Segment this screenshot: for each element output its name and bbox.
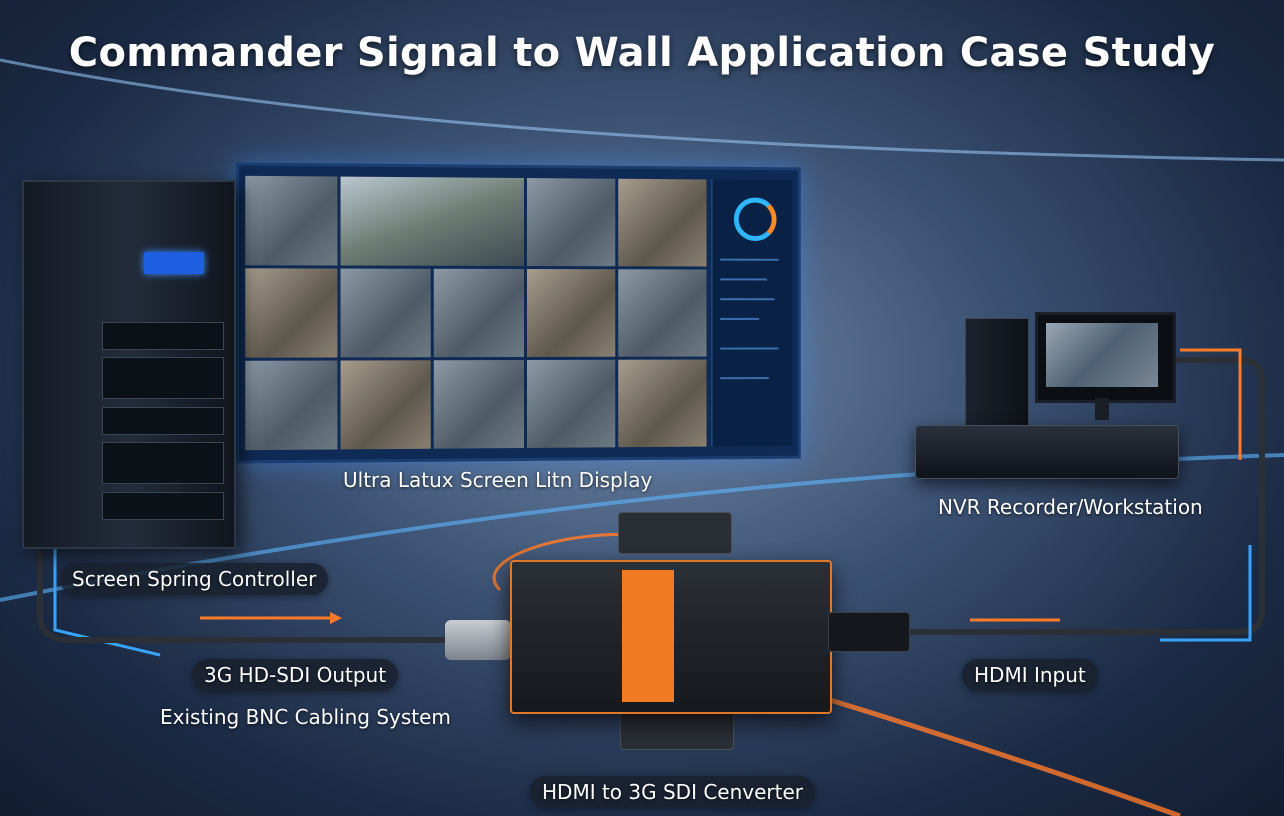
rack-unit — [102, 407, 224, 435]
hdmi-orange-flow — [1180, 348, 1242, 460]
nvr-label: NVR Recorder/Workstation — [938, 495, 1203, 519]
camera-feed — [526, 359, 616, 448]
controller-label: Screen Spring Controller — [60, 563, 329, 595]
hdmi-sdi-converter — [510, 560, 832, 714]
gauge-icon — [733, 197, 777, 242]
rack-display-icon — [144, 252, 204, 274]
hdmi-input-label: HDMI Input — [962, 659, 1098, 691]
camera-feed — [245, 175, 338, 266]
monitor-screen — [1046, 323, 1158, 387]
monitor-stand — [1095, 398, 1109, 420]
status-bar — [720, 298, 775, 301]
status-bar — [720, 258, 779, 261]
nvr-recorder — [915, 425, 1179, 479]
bnc-cabling-label: Existing BNC Cabling System — [160, 705, 451, 729]
camera-feed — [340, 176, 524, 267]
page-title: Commander Signal to Wall Application Cas… — [68, 30, 1216, 76]
wall-status-panel — [711, 179, 793, 447]
converter-mount-bottom — [620, 708, 734, 750]
rack-unit — [102, 492, 224, 520]
camera-feed-grid — [245, 175, 707, 451]
camera-feed — [618, 269, 707, 357]
bnc-cable — [37, 430, 445, 643]
rack-unit — [102, 322, 224, 350]
camera-feed — [245, 268, 338, 358]
camera-feed — [526, 269, 616, 357]
camera-feed — [618, 359, 707, 448]
bnc-connector-icon — [445, 620, 511, 660]
converter-stripe — [622, 570, 674, 702]
status-bar — [720, 317, 760, 320]
rack-unit — [102, 442, 224, 484]
workstation-tower — [965, 318, 1029, 432]
camera-feed — [433, 268, 524, 358]
status-bar — [720, 377, 769, 380]
hdmi-blue-flow — [1160, 545, 1252, 642]
camera-feed — [526, 178, 616, 267]
rack-unit — [102, 357, 224, 399]
converter-label: HDMI to 3G SDI Cenverter — [530, 776, 815, 808]
camera-feed — [340, 360, 431, 450]
glow-arc-top — [0, 58, 1284, 162]
display-label: Ultra Latux Screen Litn Display — [343, 468, 653, 492]
camera-feed — [245, 360, 338, 451]
sdi-output-label: 3G HD-SDI Output — [192, 659, 399, 691]
workstation-monitor — [1035, 312, 1176, 403]
flow-arrow-orange-head — [330, 612, 342, 624]
camera-feed — [433, 359, 524, 449]
status-bar — [720, 347, 779, 350]
orange-floor-beam — [829, 697, 1181, 816]
orange-swirl — [492, 532, 641, 592]
camera-feed — [618, 178, 707, 267]
video-wall-display — [235, 162, 801, 464]
controller-rack — [22, 180, 236, 549]
camera-feed — [340, 268, 431, 358]
converter-mount-top — [618, 512, 732, 554]
status-bar — [720, 278, 767, 281]
hdmi-connector-icon — [828, 612, 910, 652]
